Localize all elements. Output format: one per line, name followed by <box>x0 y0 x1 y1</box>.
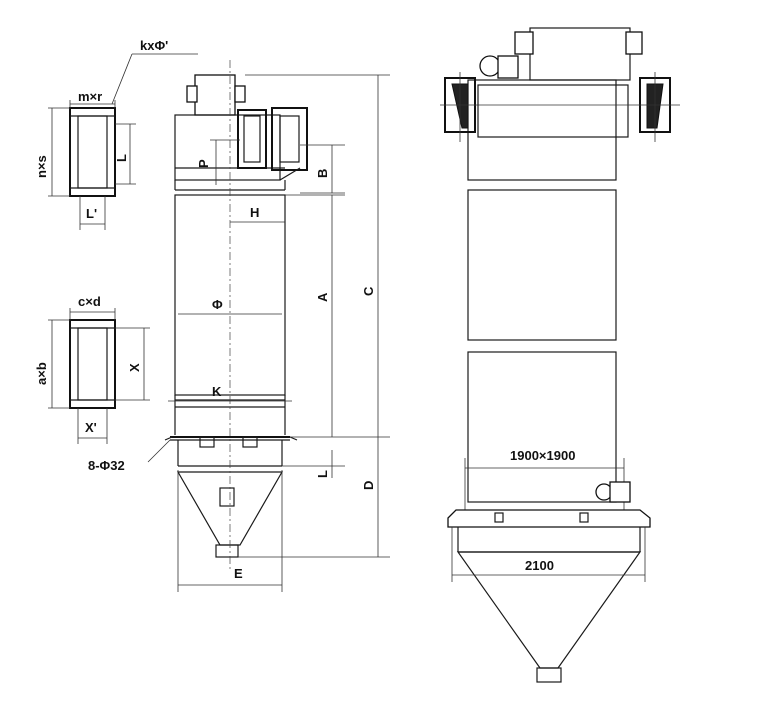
top-flange-size-side: n×s <box>34 155 49 178</box>
bottom-flange-size-top: c×d <box>78 294 101 309</box>
bottom-flange-size-side: a×b <box>34 362 49 385</box>
front-view: P H Φ K B A C L D E <box>88 60 390 592</box>
dim-D: D <box>361 481 376 490</box>
dim-H: H <box>250 205 259 220</box>
dim-B: B <box>315 169 330 178</box>
side-view: 1900×1900 2100 <box>440 27 680 683</box>
top-flange-dim-width: L' <box>86 206 97 221</box>
top-flange-title: kxΦ' <box>140 38 168 53</box>
dim-P: P <box>196 159 211 168</box>
section-size-label: 1900×1900 <box>510 448 575 463</box>
dim-L: L <box>315 470 330 478</box>
dim-C: C <box>361 286 376 296</box>
dim-K: K <box>212 384 222 399</box>
dim-A: A <box>315 292 330 302</box>
bolt-holes-label: 8-Φ32 <box>88 458 125 473</box>
dim-E: E <box>234 566 243 581</box>
top-flange-dim-height: L <box>114 154 129 162</box>
top-flange-detail: m×r kxΦ' n×s L L' <box>34 38 198 230</box>
dim-Phi: Φ <box>212 297 223 312</box>
top-flange-size-top: m×r <box>78 89 102 104</box>
bottom-flange-detail: c×d a×b X X' <box>34 294 150 444</box>
bottom-flange-dim-height: X <box>127 363 142 372</box>
hopper-width-label: 2100 <box>525 558 554 573</box>
bottom-flange-dim-width: X' <box>85 420 97 435</box>
